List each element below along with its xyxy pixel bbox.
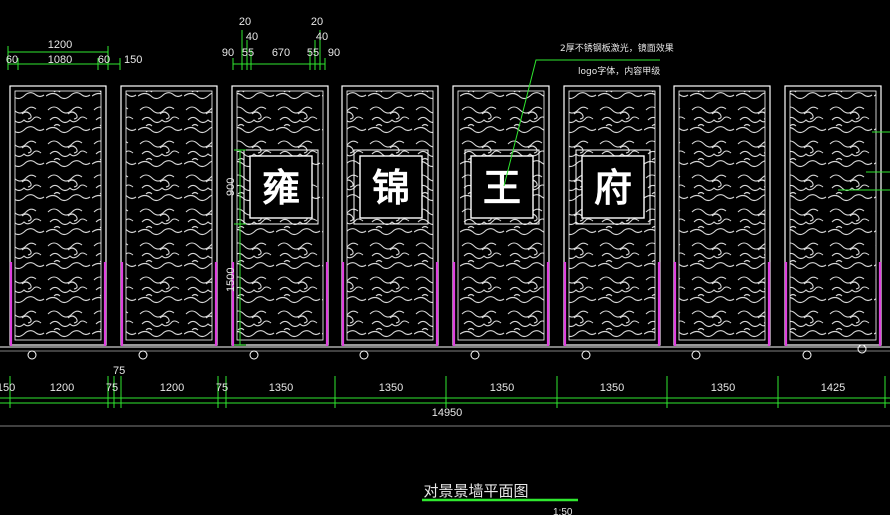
character-block-2: 锦 <box>353 149 429 225</box>
screen-panel-6 <box>563 85 661 360</box>
dim-55-right: 55 <box>307 47 319 59</box>
bottom-dim-label: 1350 <box>600 382 624 394</box>
bottom-dim-label: 1350 <box>711 382 735 394</box>
screen-panel-8 <box>784 85 882 360</box>
character-block-4: 府 <box>575 149 651 225</box>
footing-mark <box>27 350 37 360</box>
character-3: 王 <box>483 165 521 210</box>
bottom-dim-label: 1350 <box>379 382 403 394</box>
dim-75-upper: 75 <box>113 365 125 377</box>
character-4: 府 <box>594 165 632 210</box>
bottom-dim-label: 1350 <box>269 382 293 394</box>
dim-55-left: 55 <box>242 47 254 59</box>
dim-1500: 1500 <box>225 268 237 292</box>
character-2: 锦 <box>372 165 410 210</box>
character-1: 雍 <box>262 165 300 210</box>
dim-60-right: 60 <box>98 54 110 66</box>
footing-mark <box>249 350 259 360</box>
drawing-title: 对景景墙平面图 <box>423 482 528 500</box>
bottom-dim-label: 150 <box>0 382 15 394</box>
footing-mark <box>691 350 701 360</box>
bottom-dim-label: 1200 <box>50 382 74 394</box>
dim-20-left: 20 <box>239 16 251 28</box>
dim-20-right: 20 <box>311 16 323 28</box>
dim-total: 14950 <box>432 407 463 419</box>
footing-mark-end <box>857 344 867 354</box>
top-dimension-mid <box>232 30 326 70</box>
footing-mark <box>581 350 591 360</box>
drawing-scale: 1:50 <box>553 507 573 515</box>
panel-group <box>9 85 882 360</box>
note-material: 2厚不锈钢板激光，镜面效果 <box>560 42 674 54</box>
screen-panel-2 <box>120 85 218 360</box>
dim-90-right: 90 <box>328 47 340 59</box>
screen-panel-7 <box>673 85 771 360</box>
screen-panel-3 <box>231 85 329 360</box>
bottom-dim-label: 1425 <box>821 382 845 394</box>
footing-mark <box>470 350 480 360</box>
character-block-1: 雍 <box>243 149 319 225</box>
footing-mark <box>802 350 812 360</box>
note-logo: logo字体，内容甲级 <box>578 65 660 77</box>
dim-1080: 1080 <box>48 54 72 66</box>
character-block-3: 王 <box>464 149 540 225</box>
right-leaders <box>838 131 890 191</box>
top-dimension-left <box>7 46 121 70</box>
dim-1200-top: 1200 <box>48 39 72 51</box>
bottom-dim-label: 1200 <box>160 382 184 394</box>
dim-670: 670 <box>272 47 290 59</box>
screen-panel-4 <box>341 85 439 360</box>
screen-panel-1 <box>9 85 107 360</box>
footing-mark <box>138 350 148 360</box>
dim-40-right: 40 <box>316 31 328 43</box>
bottom-dim-label: 75 <box>106 382 118 394</box>
dim-150-top: 150 <box>124 54 142 66</box>
dim-90-left: 90 <box>222 47 234 59</box>
footing-mark <box>359 350 369 360</box>
bottom-dim-label: 1350 <box>490 382 514 394</box>
bottom-dim-label: 75 <box>216 382 228 394</box>
dim-900: 900 <box>225 178 237 196</box>
vertical-dimension <box>234 149 246 346</box>
dim-60-left: 60 <box>6 54 18 66</box>
leader-line <box>503 59 660 187</box>
screen-panel-5 <box>452 85 550 360</box>
dim-40-left: 40 <box>246 31 258 43</box>
bottom-dimension-labels: 150 1200 75 1200 75 1350 1350 1350 1350 1350 1425 <box>0 382 845 394</box>
